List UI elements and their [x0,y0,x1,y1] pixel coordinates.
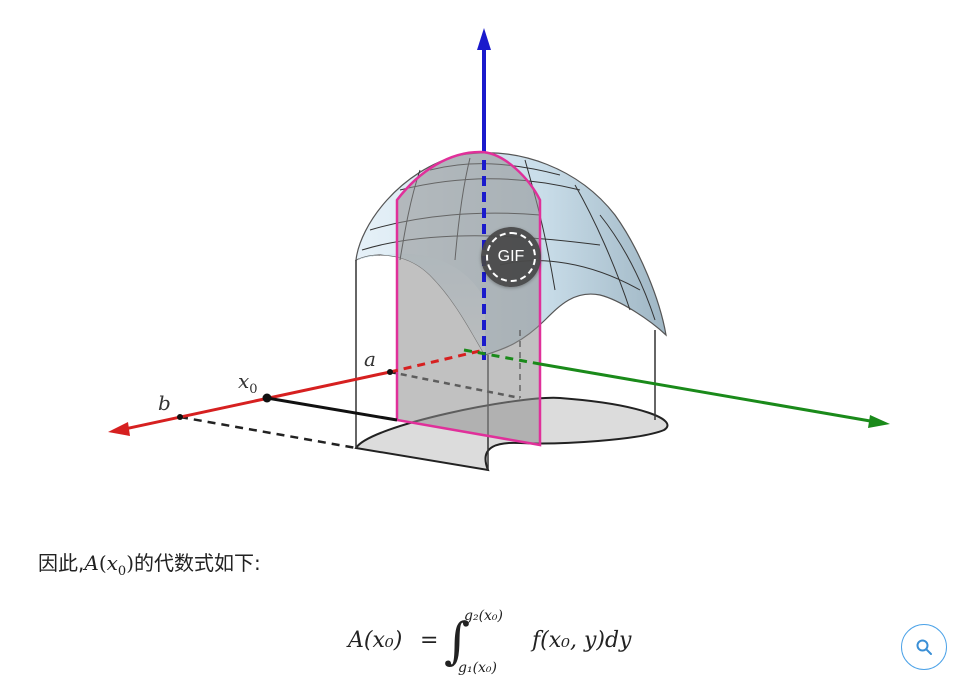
search-icon [916,639,932,655]
gif-ring-icon [486,232,536,282]
upper-limit: g₂(x₀) [464,608,504,624]
z-axis [477,28,491,160]
formula-equals: = [420,628,439,653]
math-sub: 0 [117,564,127,579]
gif-play-badge[interactable]: GIF [481,227,541,287]
y-axis [463,348,890,428]
surface-cross-section-figure: a b x0 [108,28,890,472]
sentence-prefix: 因此, [38,551,85,575]
label-b: b [158,391,171,415]
math-A: A [84,551,99,575]
formula-lhs: A(x₀) [348,628,403,653]
sentence-suffix: 的代数式如下: [134,551,261,575]
inline-math: A(x0) [84,551,134,579]
cross-section-slice [395,150,542,447]
label-x0: x0 [238,369,258,397]
explanation-sentence: 因此,A(x0)的代数式如下: [38,546,261,589]
integral-sign: ∫ [444,612,471,670]
x-axis [108,348,485,436]
math-x: x [106,551,118,575]
gif-label: GIF [497,248,525,265]
integrand: f(x₀, y)dy [532,628,632,653]
integral-formula: A(x₀) = ∫ g₂(x₀) g₁(x₀) f(x₀, y)dy [346,606,666,686]
lower-limit: g₁(x₀) [458,660,498,676]
label-a: a [364,347,376,371]
search-button[interactable] [901,624,947,670]
